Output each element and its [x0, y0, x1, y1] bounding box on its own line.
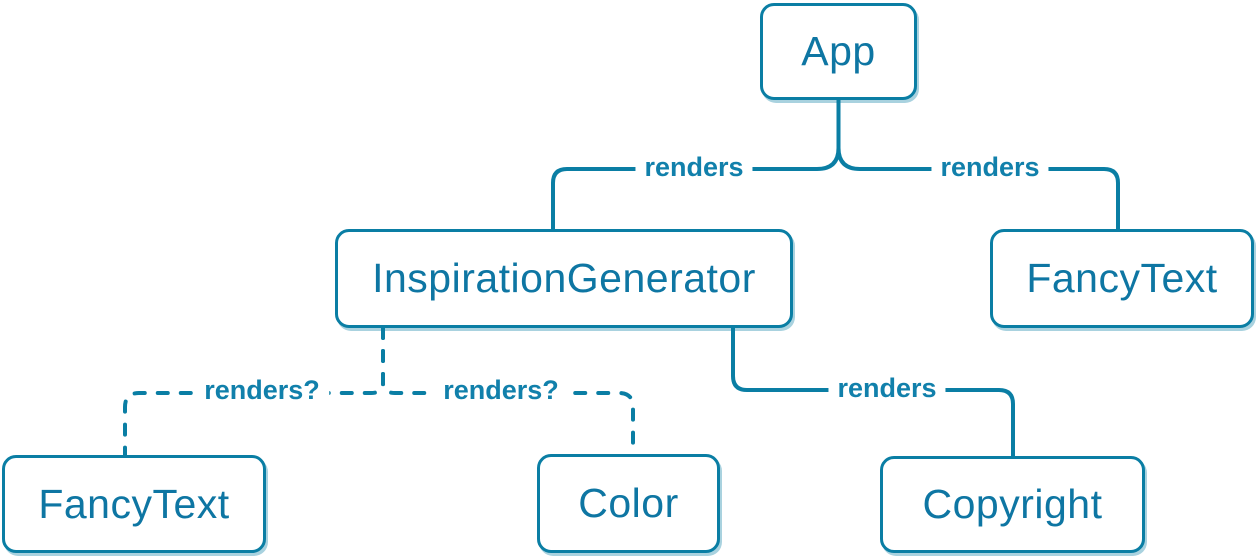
edge-label-renders-app-inspirationgenerator: renders [635, 152, 753, 183]
node-fancy-text-top-label: FancyText [1026, 255, 1218, 301]
node-app: App [760, 3, 917, 100]
node-copyright: Copyright [880, 456, 1145, 553]
edge-label-renders-copyright: renders [828, 373, 946, 404]
node-inspiration-generator: InspirationGenerator [335, 229, 793, 328]
node-fancy-text-top: FancyText [990, 229, 1254, 328]
node-inspiration-generator-label: InspirationGenerator [372, 255, 756, 301]
edge-label-renders-app-fancytext: renders [931, 152, 1049, 183]
edge-label-renders-question-color: renders? [434, 375, 568, 406]
node-fancy-text-bottom: FancyText [2, 455, 266, 553]
node-fancy-text-bottom-label: FancyText [38, 480, 230, 527]
node-app-label: App [801, 28, 876, 74]
node-copyright-label: Copyright [922, 481, 1103, 527]
edge-label-renders-question-fancytext: renders? [195, 375, 329, 406]
node-color-label: Color [578, 480, 679, 526]
node-color: Color [537, 454, 720, 553]
